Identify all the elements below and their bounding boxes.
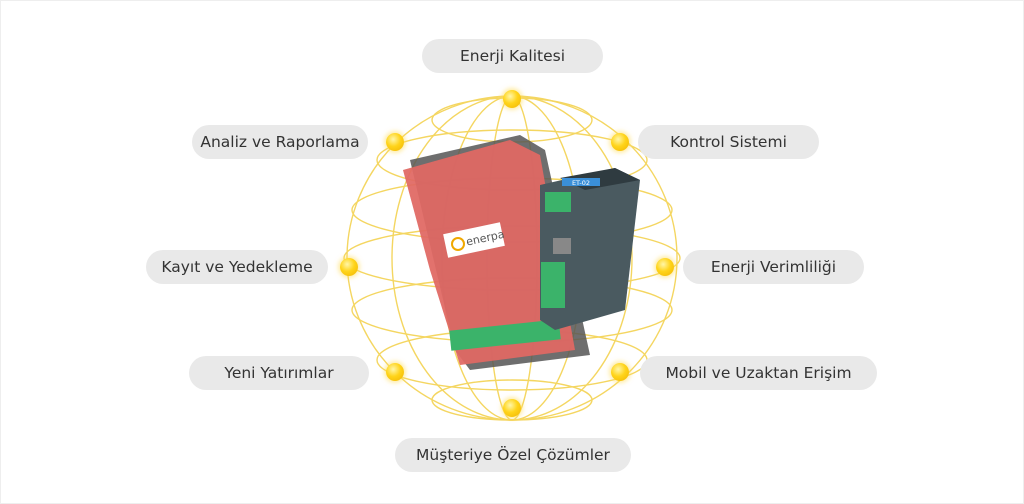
feature-kayit-ve-yedekleme: Kayıt ve Yedekleme: [146, 250, 328, 284]
node-dot-bottom: [503, 399, 521, 417]
node-dot-bottom-left: [386, 363, 404, 381]
node-dot-top-right: [611, 133, 629, 151]
node-dot-top-left: [386, 133, 404, 151]
feature-enerji-kalitesi: Enerji Kalitesi: [422, 39, 603, 73]
logo-icon: [451, 237, 465, 251]
node-dot-top: [503, 90, 521, 108]
feature-enerji-verimliligi: Enerji Verimliliği: [683, 250, 864, 284]
node-dot-bottom-right: [611, 363, 629, 381]
feature-yeni-yatirimlar: Yeni Yatırımlar: [189, 356, 369, 390]
node-dot-right: [656, 258, 674, 276]
feature-musteriye-ozel-cozumler: Müşteriye Özel Çözümler: [395, 438, 631, 472]
node-dot-left: [340, 258, 358, 276]
feature-mobil-ve-uzaktan-erisim: Mobil ve Uzaktan Erişim: [640, 356, 877, 390]
feature-kontrol-sistemi: Kontrol Sistemi: [638, 125, 819, 159]
module-label: ET-02: [572, 179, 590, 187]
feature-analiz-ve-raporlama: Analiz ve Raporlama: [192, 125, 368, 159]
device-module: ET-02: [540, 168, 640, 330]
